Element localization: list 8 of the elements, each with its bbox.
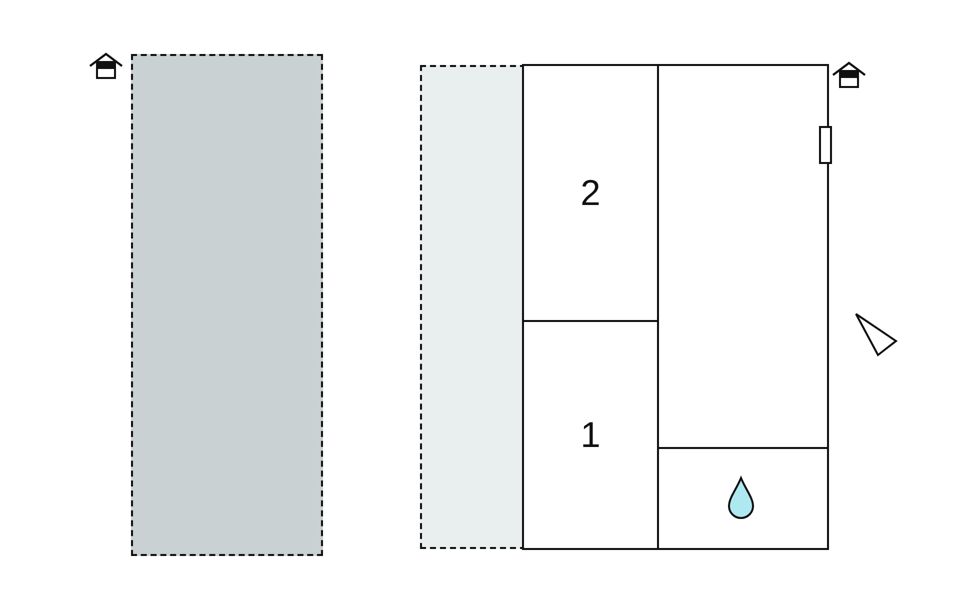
room-area — [131, 54, 323, 556]
room — [522, 64, 659, 322]
room-area — [522, 64, 829, 550]
room-number: 2 — [580, 175, 601, 211]
room-area — [657, 64, 829, 449]
room-area — [657, 447, 829, 550]
room — [522, 320, 659, 550]
room-number: 1 — [580, 417, 601, 453]
